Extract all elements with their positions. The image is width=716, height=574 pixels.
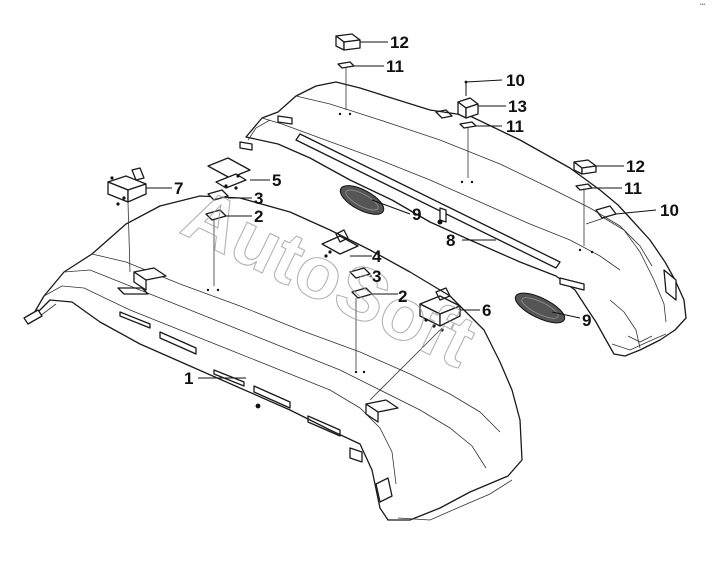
part-3-tape-middle xyxy=(349,267,371,279)
callout-label: 10 xyxy=(660,201,679,220)
callout-10-right: 10 xyxy=(615,201,679,220)
part-9-speaker-left xyxy=(339,185,385,215)
callout-5: 5 xyxy=(250,171,281,190)
callout-label: 5 xyxy=(272,171,281,190)
part-12-pad-upper xyxy=(335,33,361,51)
callout-label: 2 xyxy=(254,207,263,226)
callout-4: 4 xyxy=(350,247,382,266)
callout-6: 6 xyxy=(460,301,491,320)
callout-10-upper: 10 xyxy=(464,71,525,96)
callout-label: 8 xyxy=(446,231,455,250)
callout-2-left: 2 xyxy=(226,207,263,226)
assembly-guide-lines xyxy=(127,68,585,401)
callout-9-right: 9 xyxy=(551,311,591,330)
callout-label: 7 xyxy=(174,179,183,198)
lower-main-panel xyxy=(23,195,523,521)
callout-12-upper: 12 xyxy=(360,33,409,52)
callout-label: 4 xyxy=(372,247,382,266)
callout-12-right: 12 xyxy=(596,157,645,176)
callout-label: 10 xyxy=(506,71,525,90)
part-11-tape-upper xyxy=(337,61,355,69)
callout-3-middle: 3 xyxy=(370,267,381,286)
callout-3-left: 3 xyxy=(228,189,263,208)
callout-label: 11 xyxy=(624,179,642,198)
callout-label: 12 xyxy=(390,33,409,52)
callout-11-right: 11 xyxy=(592,179,642,198)
part-6-bracket xyxy=(419,287,461,332)
callout-11-middle: 11 xyxy=(476,117,524,136)
callout-7: 7 xyxy=(146,179,183,198)
part-7-bracket xyxy=(107,167,147,206)
part-9-speaker-right xyxy=(514,292,566,324)
callout-1: 1 xyxy=(184,369,246,388)
callout-11-upper: 11 xyxy=(354,57,404,76)
callout-label: 3 xyxy=(254,189,263,208)
part-3-tape-left xyxy=(207,189,229,201)
corner-mark: ••• xyxy=(700,2,706,8)
part-4-bracket xyxy=(321,229,359,258)
callout-label: 3 xyxy=(372,267,381,286)
callout-2-middle: 2 xyxy=(372,287,407,306)
callout-8: 8 xyxy=(446,231,496,250)
part-8-strip xyxy=(295,133,561,269)
part-5-bracket xyxy=(207,157,251,190)
callout-label: 11 xyxy=(506,117,524,136)
callout-label: 2 xyxy=(398,287,407,306)
callout-label: 13 xyxy=(508,97,527,116)
callout-13: 13 xyxy=(478,97,527,116)
callout-label: 11 xyxy=(386,57,404,76)
callout-label: 9 xyxy=(412,205,421,224)
callout-label: 12 xyxy=(626,157,645,176)
callout-9-left: 9 xyxy=(371,199,421,224)
part-12-pad-right xyxy=(573,159,597,175)
callout-label: 6 xyxy=(482,301,491,320)
callout-label: 9 xyxy=(582,311,591,330)
part-13-block xyxy=(457,97,479,119)
callout-label: 1 xyxy=(184,369,193,388)
